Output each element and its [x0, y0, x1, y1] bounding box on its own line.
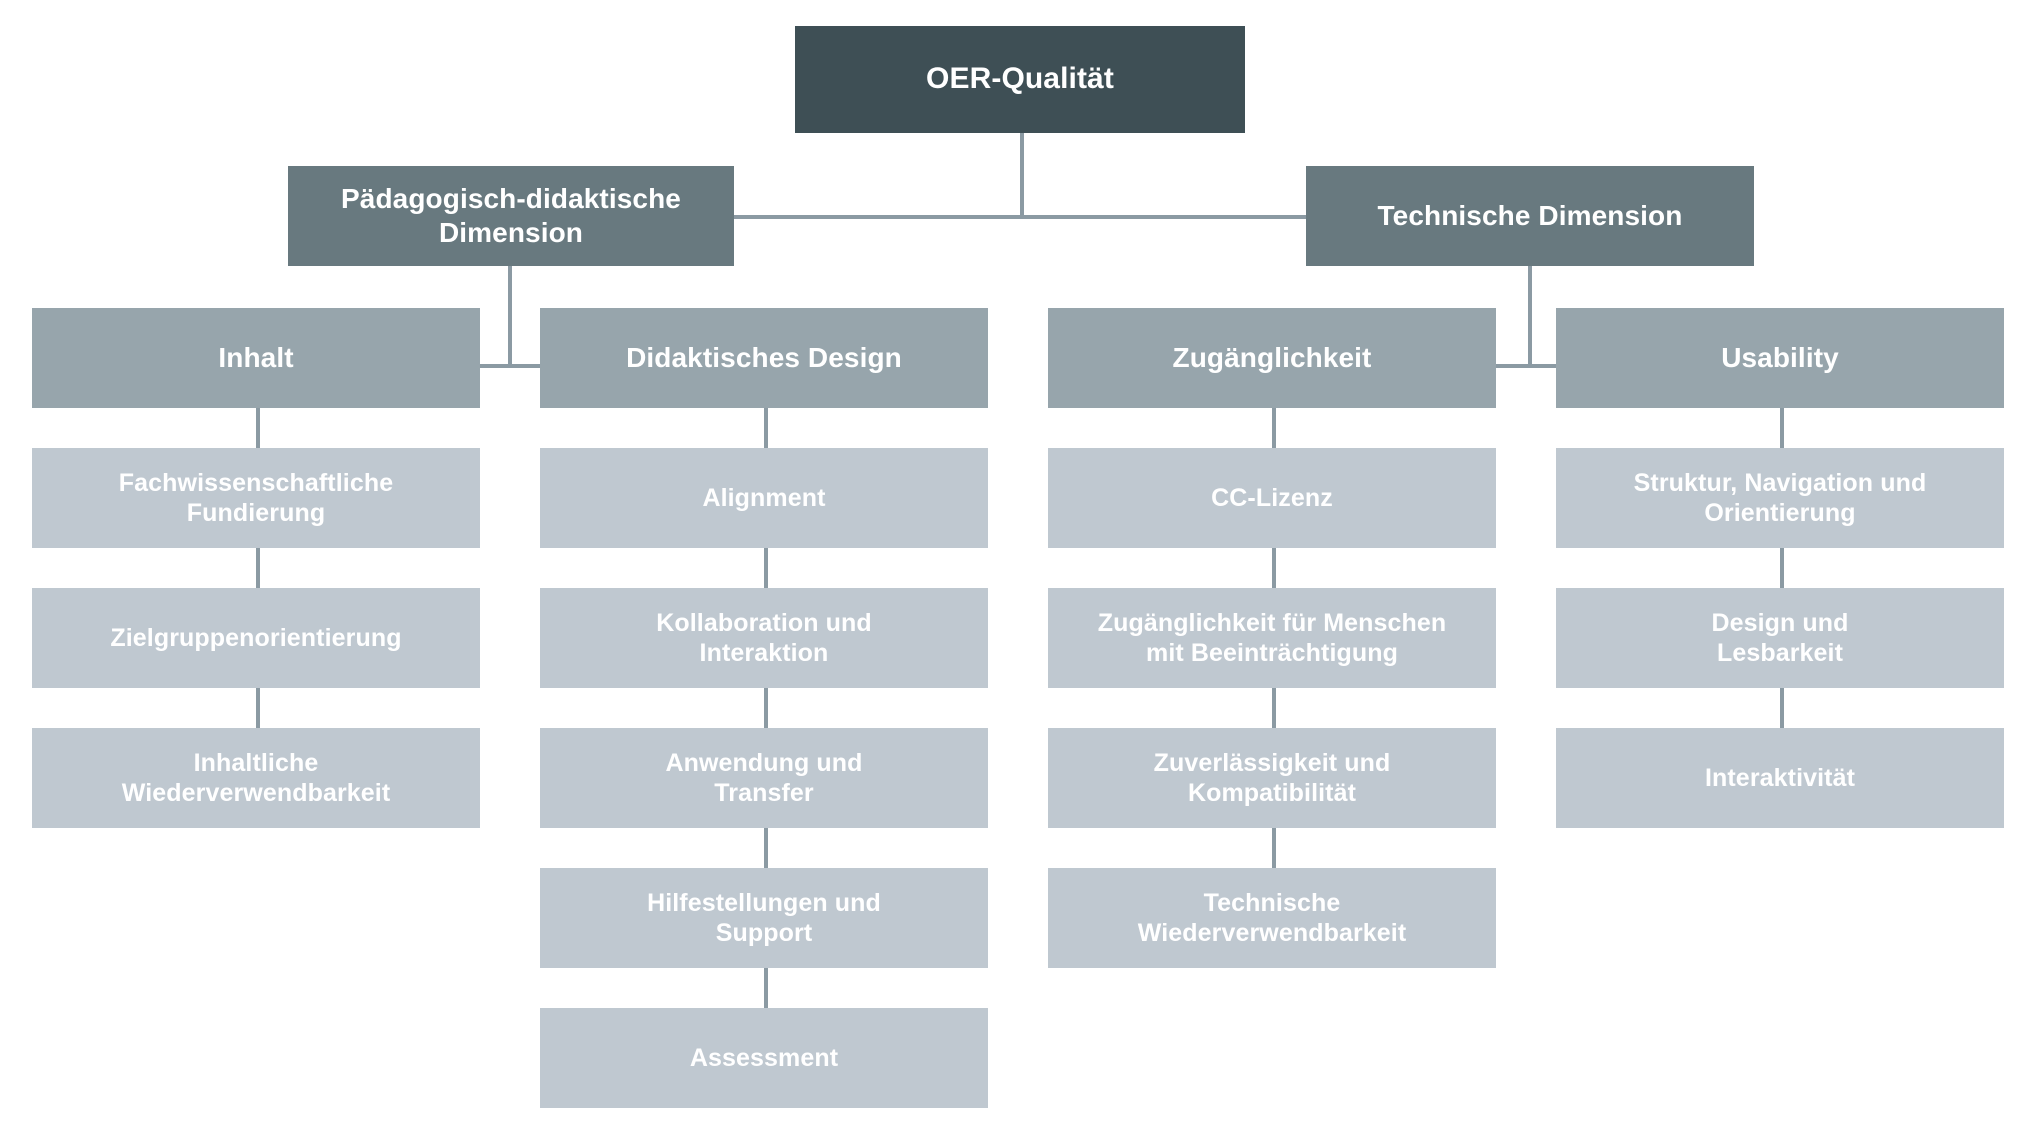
leaf-inhalt-zielgruppenorientierung[interactable]: Zielgruppenorientierung: [32, 588, 480, 688]
connector-us-leaf-1-2: [1780, 548, 1784, 588]
connector-zg-leaf-1-2: [1272, 548, 1276, 588]
connector-dimensions-horizontal: [734, 215, 1306, 219]
node-label: Zugänglichkeit: [1172, 341, 1372, 373]
node-dimension-technische[interactable]: Technische Dimension: [1306, 166, 1754, 266]
connector-inhalt-stem: [256, 408, 260, 448]
leaf-zugaenglichkeit-zuverlaessigkeit-und-kompatibilitaet[interactable]: Zuverlässigkeit und Kompatibilität: [1048, 728, 1496, 828]
node-label: Pädagogisch-didaktische Dimension: [341, 182, 681, 248]
connector-usability-stem: [1780, 408, 1784, 448]
leaf-usability-interaktivitaet[interactable]: Interaktivität: [1556, 728, 2004, 828]
connector-didaktisches-design-stem: [764, 408, 768, 448]
connector-left-categories-horizontal: [258, 364, 764, 368]
node-label: Anwendung und Transfer: [665, 748, 863, 808]
node-label: Technische Dimension: [1377, 199, 1683, 231]
connector-root-to-dimensions-vertical: [1020, 133, 1024, 217]
leaf-zugaenglichkeit-technische-wiederverwendbarkeit[interactable]: Technische Wiederverwendbarkeit: [1048, 868, 1496, 968]
connector-zugaenglichkeit-stem: [1272, 408, 1276, 448]
connector-dd-leaf-1-2: [764, 548, 768, 588]
node-label: Assessment: [689, 1043, 839, 1072]
node-root-oer-qualitaet[interactable]: OER-Qualität: [795, 26, 1245, 133]
leaf-didaktisches-design-anwendung-und-transfer[interactable]: Anwendung und Transfer: [540, 728, 988, 828]
node-label: Struktur, Navigation und Orientierung: [1633, 468, 1927, 528]
node-label: Usability: [1721, 341, 1839, 373]
node-label: Technische Wiederverwendbarkeit: [1137, 888, 1407, 948]
node-dimension-paedagogisch-didaktisch[interactable]: Pädagogisch-didaktische Dimension: [288, 166, 734, 266]
connector-zg-leaf-2-3: [1272, 688, 1276, 728]
node-label: Inhaltliche Wiederverwendbarkeit: [121, 748, 391, 808]
connector-dd-leaf-3-4: [764, 828, 768, 868]
connector-us-leaf-2-3: [1780, 688, 1784, 728]
connector-dd-leaf-4-5: [764, 968, 768, 1008]
node-label: CC-Lizenz: [1211, 483, 1333, 512]
leaf-didaktisches-design-alignment[interactable]: Alignment: [540, 448, 988, 548]
node-label: Zielgruppenorientierung: [110, 623, 402, 652]
node-label: Inhalt: [218, 341, 294, 373]
node-category-didaktisches-design[interactable]: Didaktisches Design: [540, 308, 988, 408]
connector-left-dimension-down: [508, 266, 512, 366]
node-label: Didaktisches Design: [626, 341, 902, 373]
node-label: Design und Lesbarkeit: [1711, 608, 1849, 668]
node-label: Alignment: [702, 483, 826, 512]
leaf-didaktisches-design-assessment[interactable]: Assessment: [540, 1008, 988, 1108]
leaf-inhalt-inhaltliche-wiederverwendbarkeit[interactable]: Inhaltliche Wiederverwendbarkeit: [32, 728, 480, 828]
connector-right-categories-horizontal: [1278, 364, 1784, 368]
leaf-zugaenglichkeit-fuer-menschen-mit-beeintraechtigung[interactable]: Zugänglichkeit für Menschen mit Beeinträ…: [1048, 588, 1496, 688]
leaf-didaktisches-design-kollaboration-und-interaktion[interactable]: Kollaboration und Interaktion: [540, 588, 988, 688]
leaf-usability-design-und-lesbarkeit[interactable]: Design und Lesbarkeit: [1556, 588, 2004, 688]
node-label: Fachwissenschaftliche Fundierung: [118, 468, 394, 528]
node-category-usability[interactable]: Usability: [1556, 308, 2004, 408]
connector-inhalt-leaf-2-3: [256, 688, 260, 728]
node-label: Hilfestellungen und Support: [647, 888, 881, 948]
node-label: Kollaboration und Interaktion: [656, 608, 872, 668]
leaf-didaktisches-design-hilfestellungen-und-support[interactable]: Hilfestellungen und Support: [540, 868, 988, 968]
connector-zg-leaf-3-4: [1272, 828, 1276, 868]
node-category-inhalt[interactable]: Inhalt: [32, 308, 480, 408]
connector-inhalt-leaf-1-2: [256, 548, 260, 588]
leaf-inhalt-fachwissenschaftliche-fundierung[interactable]: Fachwissenschaftliche Fundierung: [32, 448, 480, 548]
connector-dd-leaf-2-3: [764, 688, 768, 728]
node-label: Interaktivität: [1704, 763, 1856, 792]
leaf-zugaenglichkeit-cc-lizenz[interactable]: CC-Lizenz: [1048, 448, 1496, 548]
node-label: Zugänglichkeit für Menschen mit Beeinträ…: [1097, 608, 1447, 668]
leaf-usability-struktur-navigation-orientierung[interactable]: Struktur, Navigation und Orientierung: [1556, 448, 2004, 548]
connector-right-dimension-down: [1528, 266, 1532, 366]
node-label: Zuverlässigkeit und Kompatibilität: [1153, 748, 1391, 808]
node-label: OER-Qualität: [926, 62, 1114, 96]
node-category-zugaenglichkeit[interactable]: Zugänglichkeit: [1048, 308, 1496, 408]
